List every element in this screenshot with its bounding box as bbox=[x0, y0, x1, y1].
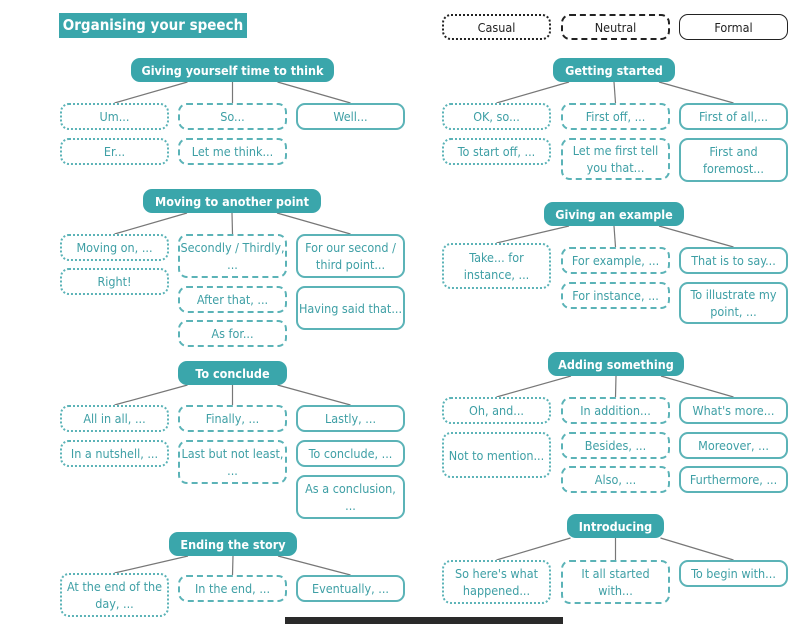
connector-line bbox=[277, 81, 351, 104]
connector-line bbox=[613, 225, 617, 248]
section-header: Introducing bbox=[567, 514, 664, 538]
connector-line bbox=[660, 537, 734, 561]
connector-line bbox=[276, 212, 351, 235]
connector-line bbox=[277, 555, 351, 576]
phrase-box-casual: So here's what happened... bbox=[442, 560, 551, 604]
legend-neutral: Neutral bbox=[561, 14, 670, 40]
phrase-box-neutral: Secondly / Thirdly, ... bbox=[178, 234, 287, 278]
section-header: Giving an example bbox=[544, 202, 684, 226]
phrase-box-neutral: For instance, ... bbox=[561, 282, 670, 309]
phrase-box-casual: Not to mention... bbox=[442, 432, 551, 478]
phrase-box-formal: As a conclusion, ... bbox=[296, 475, 405, 519]
connector-line bbox=[114, 384, 188, 406]
connector-line bbox=[660, 375, 734, 398]
phrase-box-neutral: It all started with... bbox=[561, 560, 670, 604]
phrase-box-neutral: Finally, ... bbox=[178, 405, 287, 432]
phrase-box-neutral: In addition... bbox=[561, 397, 670, 424]
phrase-box-casual: Er... bbox=[60, 138, 169, 165]
phrase-box-formal: What's more... bbox=[679, 397, 788, 424]
connector-line bbox=[658, 81, 734, 104]
phrase-box-formal: Furthermore, ... bbox=[679, 466, 788, 493]
phrase-box-casual: OK, so... bbox=[442, 103, 551, 130]
phrase-box-formal: Well... bbox=[296, 103, 405, 130]
phrase-box-neutral: Besides, ... bbox=[561, 432, 670, 459]
phrase-box-neutral: Let me first tell you that... bbox=[561, 138, 670, 180]
phrase-box-formal: That is to say... bbox=[679, 247, 788, 274]
section-header: Ending the story bbox=[169, 532, 297, 556]
phrase-box-casual: At the end of the day, ... bbox=[60, 573, 169, 617]
phrase-box-formal: To begin with... bbox=[679, 560, 788, 587]
connector-line bbox=[613, 81, 617, 104]
phrase-box-formal: First and foremost... bbox=[679, 138, 788, 182]
phrase-box-casual: Oh, and... bbox=[442, 397, 551, 424]
connector-line bbox=[114, 555, 189, 574]
section-header: Getting started bbox=[553, 58, 675, 82]
phrase-box-formal: Eventually, ... bbox=[296, 575, 405, 602]
phrase-box-casual: In a nutshell, ... bbox=[60, 440, 169, 467]
legend-casual: Casual bbox=[442, 14, 551, 40]
connector-line bbox=[231, 212, 234, 235]
section-header: Moving to another point bbox=[143, 189, 321, 213]
bottom-scrollbar[interactable] bbox=[285, 617, 563, 624]
section-header: Adding something bbox=[548, 352, 684, 376]
phrase-box-casual: Take... for instance, ... bbox=[442, 243, 551, 289]
page-title: Organising your speech bbox=[59, 13, 247, 38]
phrase-box-formal: For our second / third point... bbox=[296, 234, 405, 278]
phrase-box-casual: Moving on, ... bbox=[60, 234, 169, 261]
connector-line bbox=[496, 537, 571, 561]
phrase-box-formal: To illustrate my point, ... bbox=[679, 282, 788, 324]
phrase-box-neutral: Let me think... bbox=[178, 138, 287, 165]
connector-line bbox=[114, 212, 188, 235]
connector-line bbox=[614, 375, 617, 398]
section-header: Giving yourself time to think bbox=[131, 58, 334, 82]
phrase-box-neutral: As for... bbox=[178, 320, 287, 347]
phrase-box-neutral: After that, ... bbox=[178, 286, 287, 313]
legend-formal: Formal bbox=[679, 14, 788, 40]
phrase-box-neutral: First off, ... bbox=[561, 103, 670, 130]
connector-line bbox=[277, 384, 351, 406]
phrase-box-casual: Um... bbox=[60, 103, 169, 130]
phrase-box-casual: Right! bbox=[60, 268, 169, 295]
phrase-box-neutral: For example, ... bbox=[561, 247, 670, 274]
phrase-box-casual: All in all, ... bbox=[60, 405, 169, 432]
phrase-box-formal: Lastly, ... bbox=[296, 405, 405, 432]
phrase-box-neutral: So... bbox=[178, 103, 287, 130]
phrase-box-casual: To start off, ... bbox=[442, 138, 551, 165]
phrase-box-formal: To conclude, ... bbox=[296, 440, 405, 467]
connector-line bbox=[658, 225, 734, 248]
connector-line bbox=[114, 81, 188, 104]
phrase-box-formal: Having said that... bbox=[296, 286, 405, 330]
section-header: To conclude bbox=[178, 361, 287, 385]
phrase-box-neutral: Last but not least, ... bbox=[178, 440, 287, 484]
phrase-box-formal: Moreover, ... bbox=[679, 432, 788, 459]
phrase-box-neutral: In the end, ... bbox=[178, 575, 287, 602]
connector-line bbox=[496, 225, 570, 244]
phrase-box-formal: First of all,... bbox=[679, 103, 788, 130]
connector-line bbox=[496, 81, 570, 104]
connector-line bbox=[496, 375, 572, 398]
connector-line bbox=[231, 555, 234, 576]
phrase-box-neutral: Also, ... bbox=[561, 466, 670, 493]
